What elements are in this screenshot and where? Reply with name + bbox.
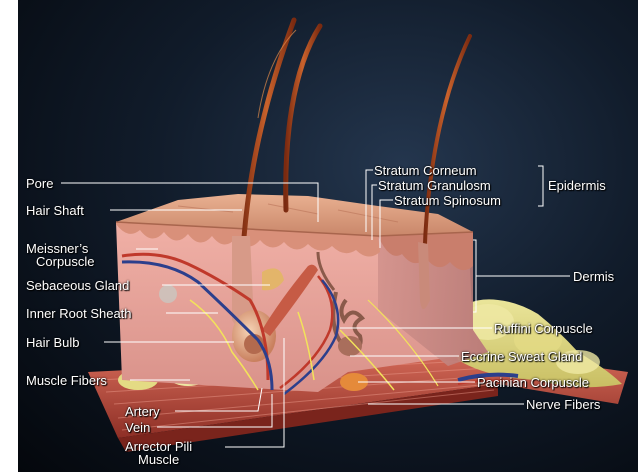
label-pore: Pore xyxy=(26,177,53,190)
label-arrector-pili-muscle: Arrector Pili Muscle xyxy=(125,440,192,466)
label-vein: Vein xyxy=(125,421,150,434)
label-meissners-line2: Corpuscle xyxy=(26,255,95,268)
label-meissners-corpuscle: Meissner’s Corpuscle xyxy=(26,242,95,268)
label-dermis: Dermis xyxy=(573,270,614,283)
label-hair-shaft: Hair Shaft xyxy=(26,204,84,217)
label-pacinian-corpuscle: Pacinian Corpuscle xyxy=(477,376,589,389)
label-hair-bulb: Hair Bulb xyxy=(26,336,79,349)
label-muscle-fibers: Muscle Fibers xyxy=(26,374,107,387)
label-stratum-corneum: Stratum Corneum xyxy=(374,164,477,177)
label-arrector-line2: Muscle xyxy=(125,453,192,466)
label-ruffini-corpuscle: Ruffini Corpuscle xyxy=(494,322,593,335)
label-artery: Artery xyxy=(125,405,160,418)
label-inner-root-sheath: Inner Root Sheath xyxy=(26,307,132,320)
skin-diagram: Pore Hair Shaft Meissner’s Corpuscle Seb… xyxy=(18,0,638,472)
label-stratum-granulosm: Stratum Granulosm xyxy=(378,179,491,192)
label-nerve-fibers: Nerve Fibers xyxy=(526,398,600,411)
label-sebaceous-gland: Sebaceous Gland xyxy=(26,279,129,292)
label-epidermis: Epidermis xyxy=(548,179,606,192)
label-stratum-spinosum: Stratum Spinosum xyxy=(394,194,501,207)
label-eccrine-sweat-gland: Eccrine Sweat Gland xyxy=(461,350,582,363)
